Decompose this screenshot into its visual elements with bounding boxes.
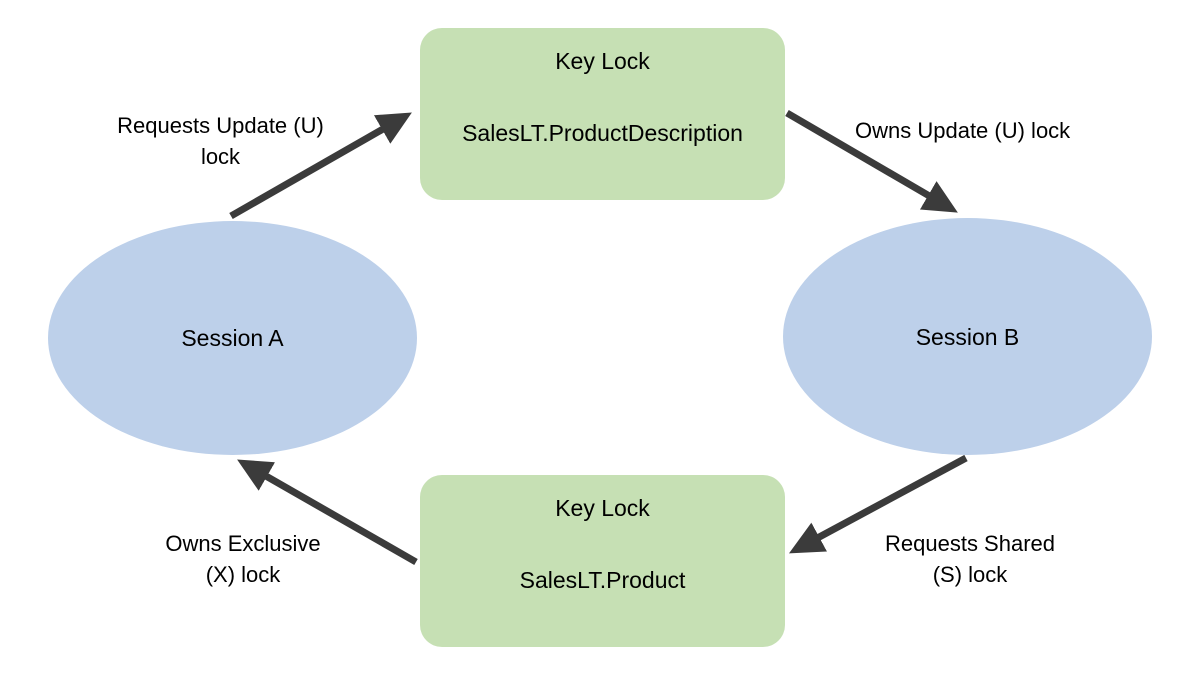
lock-node-object: SalesLT.ProductDescription — [462, 120, 743, 146]
edge-label-a-requests-productdescription: Requests Update (U) lock — [117, 113, 324, 169]
arrow-a-requests-productdescription — [229, 112, 412, 220]
arrow-b-owns-productdescription — [785, 109, 958, 213]
session-node-label: Session A — [181, 325, 284, 351]
edge-label-a-owns-product: Owns Exclusive (X) lock — [165, 531, 321, 587]
session-node-label: Session B — [915, 323, 1020, 350]
edge-label-b-requests-product: Requests Shared (S) lock — [885, 531, 1055, 587]
session-node-b[interactable]: Session B — [783, 218, 1152, 455]
arrow-a-owns-product — [237, 459, 418, 566]
lock-node-object: SalesLT.Product — [519, 567, 686, 593]
arrow-b-requests-product — [788, 454, 968, 554]
lock-node-title: Key Lock — [555, 495, 650, 521]
lock-node-productdescription[interactable]: Key Lock SalesLT.ProductDescription — [420, 28, 785, 200]
session-node-a[interactable]: Session A — [48, 221, 417, 455]
lock-node-title: Key Lock — [555, 48, 650, 74]
edge-label-b-owns-productdescription: Owns Update (U) lock — [855, 118, 1071, 143]
lock-node-product[interactable]: Key Lock SalesLT.Product — [420, 475, 785, 647]
